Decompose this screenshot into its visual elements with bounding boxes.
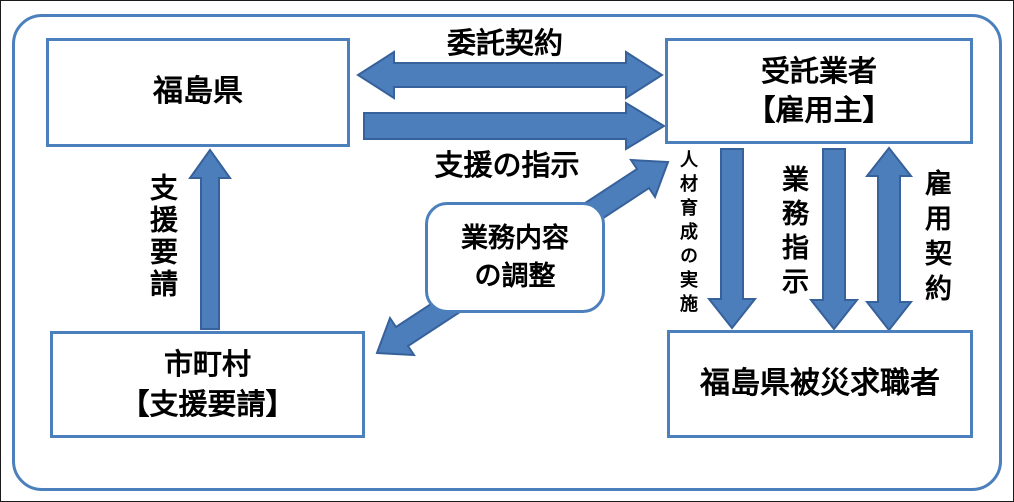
box-shichoson-line2: 【支援要請】 [120,386,295,421]
koyo-keiyaku-arrow [864,146,914,332]
koyo-keiyaku-label: 雇用契約 [920,169,951,309]
jinzai-ikusei-label: 人材育成の実施 [677,150,698,318]
shien-no-shiji-arrow [363,101,666,151]
box-jutaku-line1: 受託業者 [760,53,877,88]
box-shichoson: 市町村 【支援要請】 [50,331,365,438]
outer-frame [12,14,1002,491]
box-kyushokusha-label: 福島県被災求職者 [700,365,940,401]
box-chosei-line1: 業務内容 [461,222,569,254]
box-hisai-kyushokusha: 福島県被災求職者 [667,330,973,438]
box-fukushima: 福島県 [46,38,350,147]
box-fukushima-label: 福島県 [153,74,243,110]
box-jutaku-line2: 【雇用主】 [746,93,892,127]
jinzai-ikusei-arrow [706,148,758,330]
gyomu-shiji-arrow [808,148,860,331]
itaku-keiyaku-arrow [356,50,664,100]
box-gyomu-chosei: 業務内容 の調整 [425,202,605,313]
box-jutaku-gyosha: 受託業者 【雇用主】 [665,38,973,144]
shien-yosei-label: 支援要請 [146,173,179,301]
shien-no-shiji-label: 支援の指示 [434,148,580,182]
box-chosei-line2: の調整 [474,260,556,292]
shien-yosei-arrow [188,148,232,330]
box-shichoson-line1: 市町村 [163,347,251,382]
gyomu-shiji-label: 業務指示 [777,165,808,301]
itaku-keiyaku-label: 委託契約 [446,26,563,60]
